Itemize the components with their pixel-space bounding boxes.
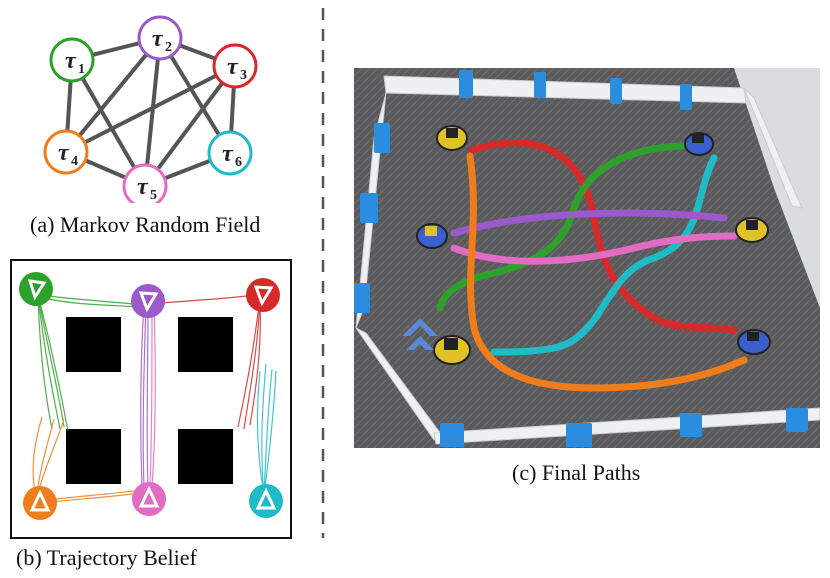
panel-divider (321, 8, 325, 538)
caption-trajectory-belief: (b) Trajectory Belief (16, 545, 197, 570)
node-label: τ (227, 54, 239, 80)
obstacle-top-left (66, 317, 121, 372)
path-red (468, 139, 738, 334)
red-trajectories (159, 294, 261, 430)
agent-start-orange (23, 486, 57, 520)
node-label: τ (222, 141, 234, 167)
caption-final-paths: (c) Final Paths (512, 460, 641, 485)
path-green (436, 142, 688, 312)
mrf-node-t2: τ 2 (137, 15, 183, 61)
obstacle-bottom-left (66, 429, 121, 484)
agent-start-red (246, 278, 280, 312)
edge-t3-t5 (143, 64, 237, 188)
mrf-node-t6: τ 6 (207, 130, 253, 176)
arena-walls (355, 75, 820, 445)
mrf-node-t3: τ 3 (212, 43, 258, 89)
node-subscript: 2 (165, 40, 172, 55)
cyan-trajectories (256, 363, 277, 496)
path-orange (466, 152, 748, 392)
agent-start-green (19, 272, 53, 306)
edge-t1-t5 (70, 58, 147, 188)
robot-top-left (436, 125, 468, 151)
wall-clips (354, 70, 808, 447)
edge-t2-t4 (64, 36, 162, 154)
obstacle-bottom-right (178, 429, 233, 484)
mrf-node-t4: τ 4 (43, 129, 89, 175)
window-area (734, 68, 820, 308)
blue-arrow-marker (402, 318, 438, 350)
final-paths-photo (354, 68, 820, 448)
robot-bottom-right (737, 329, 771, 355)
green-trajectories (37, 294, 141, 432)
node-label: τ (152, 26, 164, 52)
mrf-node-t5: τ 5 (122, 163, 168, 203)
pink-trajectories (149, 304, 156, 488)
robot-right (735, 217, 769, 243)
purple-trajectories (140, 302, 149, 488)
agent-start-cyan (249, 484, 283, 518)
robot-top-right (684, 132, 714, 156)
edge-t2-t5 (143, 37, 162, 187)
caption-markov-random-field: (a) Markov Random Field (30, 212, 261, 237)
node-label: τ (58, 140, 70, 166)
node-subscript: 3 (240, 68, 247, 83)
node-label: τ (137, 174, 149, 200)
obstacle-top-right (178, 317, 233, 372)
node-label: τ (65, 48, 77, 74)
agent-start-purple (131, 284, 165, 318)
node-subscript: 6 (235, 155, 242, 170)
trajectory-belief-plot (10, 259, 292, 539)
edge-t3-t4 (65, 64, 236, 154)
robot-left (416, 223, 448, 249)
path-purple (450, 209, 728, 237)
final-path-lines (436, 139, 748, 392)
belief-trajectories (32, 294, 277, 504)
path-cyan (490, 154, 718, 356)
node-subscript: 1 (78, 62, 85, 77)
node-subscript: 5 (150, 188, 157, 203)
node-subscript: 4 (71, 154, 78, 169)
path-pink (450, 232, 738, 265)
robot-bottom-left (433, 335, 471, 365)
mrf-node-t1: τ 1 (49, 37, 95, 83)
markov-random-field-graph: τ 1 τ 2 τ 3 τ 4 τ 5 τ 6 (43, 15, 258, 203)
agent-start-pink (132, 482, 166, 516)
